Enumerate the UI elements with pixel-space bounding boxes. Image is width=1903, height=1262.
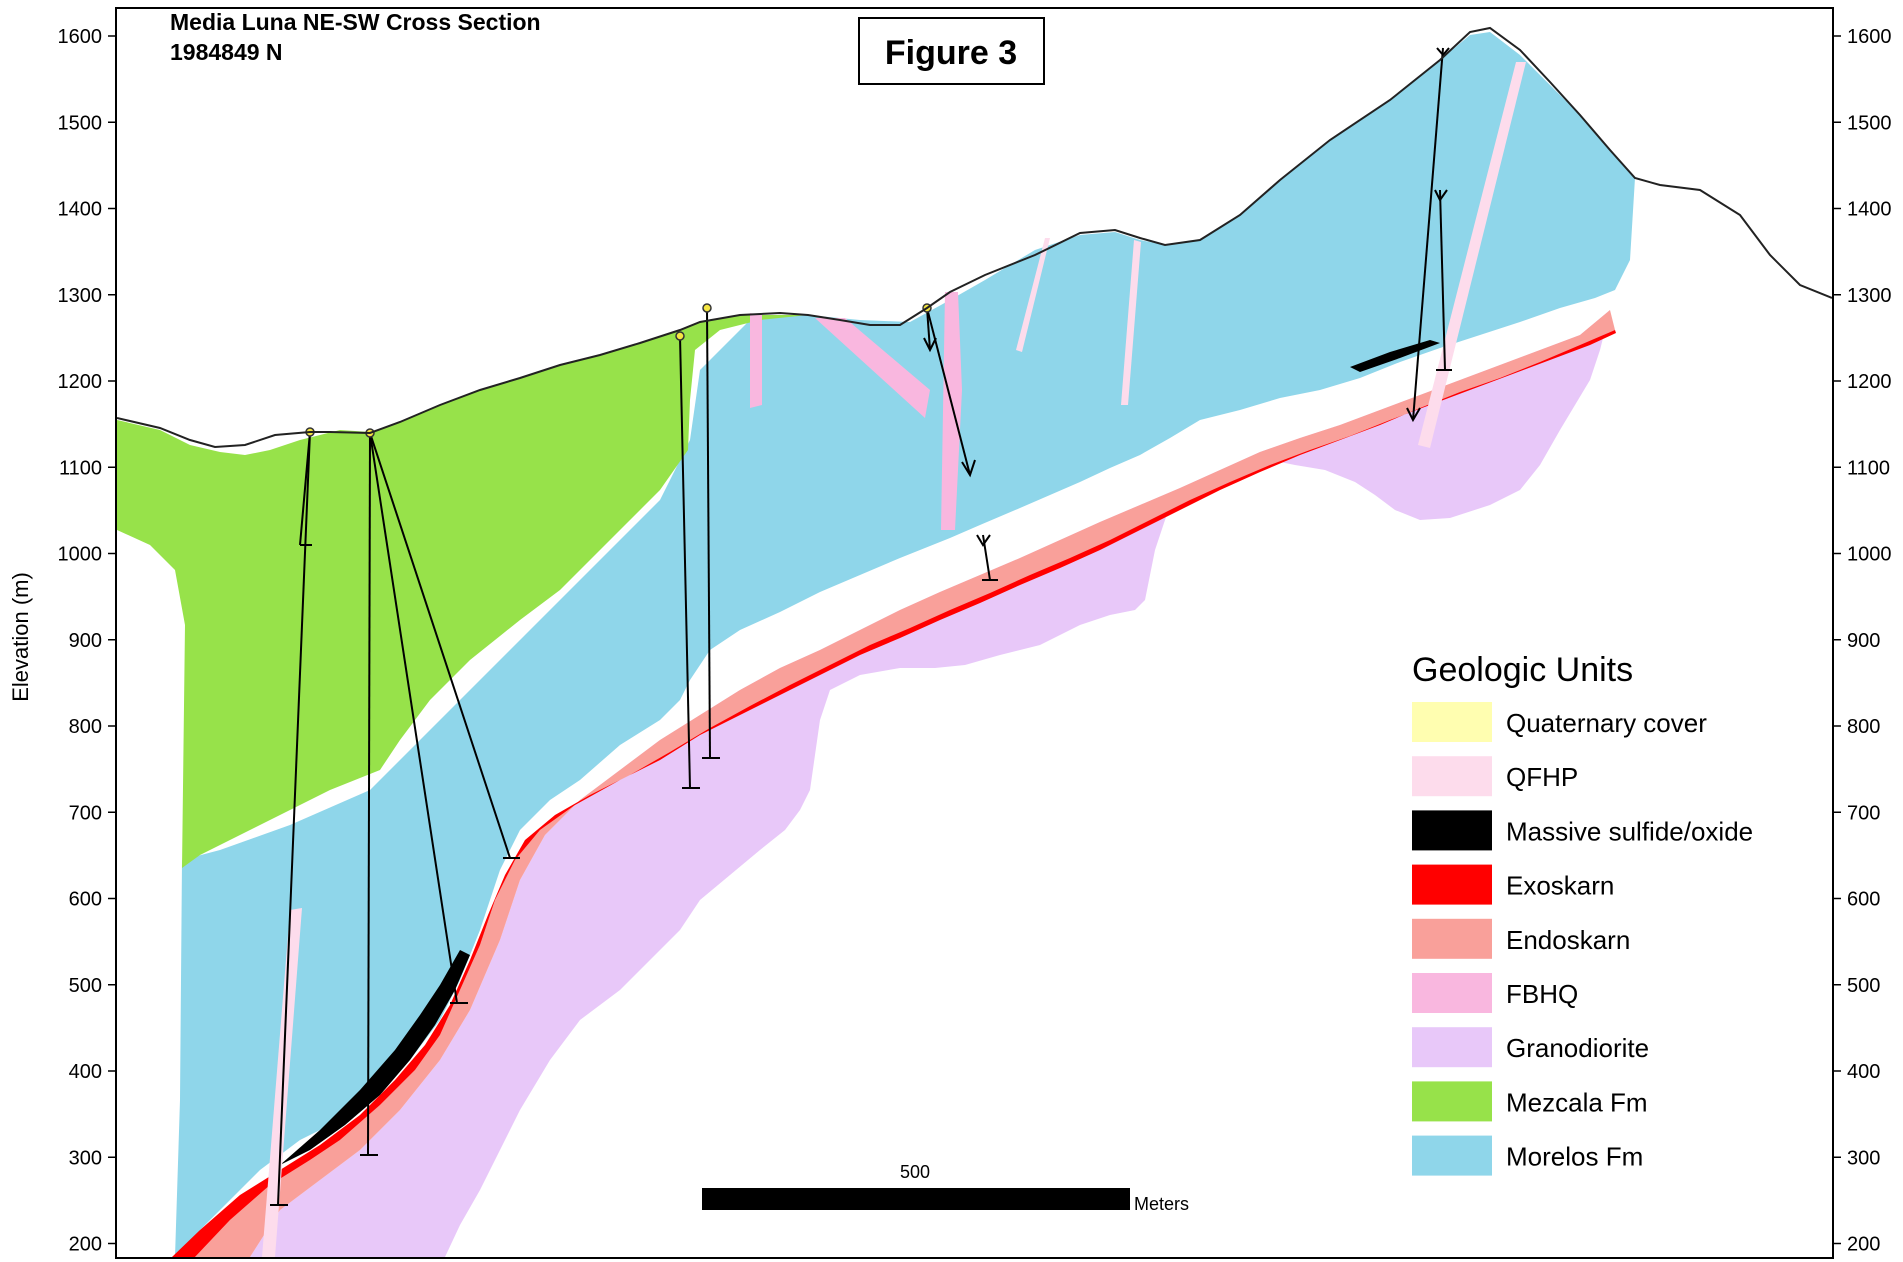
y-tick-label-left: 1000 xyxy=(58,544,103,566)
scale-bar-unit: Meters xyxy=(1134,1194,1189,1214)
legend-label: Endoskarn xyxy=(1506,925,1630,955)
y-tick-label-right: 1500 xyxy=(1847,112,1892,134)
legend-swatch xyxy=(1412,918,1492,959)
y-tick-label-left: 200 xyxy=(69,1234,102,1256)
drillhole-arrow xyxy=(961,459,976,478)
fbhq-dike xyxy=(941,292,962,530)
drillhole xyxy=(679,335,691,789)
y-tick-label-right: 1000 xyxy=(1847,544,1892,566)
y-tick-label-right: 300 xyxy=(1847,1147,1880,1169)
legend-swatch xyxy=(1412,864,1492,905)
drillhole xyxy=(367,432,371,1156)
scale-bar-value: 500 xyxy=(900,1162,930,1182)
qfhp-dike xyxy=(1121,240,1141,405)
y-tick-label-right: 700 xyxy=(1847,802,1880,824)
legend-label: Mezcala Fm xyxy=(1506,1087,1648,1117)
section-title: Media Luna NE-SW Cross Section xyxy=(170,9,541,35)
granodiorite-unit xyxy=(250,310,1610,1257)
y-tick-label-right: 400 xyxy=(1847,1061,1880,1083)
drillhole xyxy=(277,431,311,1206)
massive-sulfide-lens-2 xyxy=(1350,340,1440,372)
mezcala-fm-unit xyxy=(117,315,808,868)
legend-swatch xyxy=(1412,702,1492,742)
legend-label: Granodiorite xyxy=(1506,1033,1649,1063)
fbhq-dike xyxy=(750,313,762,408)
legend-swatch xyxy=(1412,1027,1492,1068)
drillhole xyxy=(706,307,711,759)
y-tick-label-right: 800 xyxy=(1847,716,1880,738)
qfhp-dike xyxy=(1016,238,1050,352)
y-tick-label-right: 200 xyxy=(1847,1234,1880,1256)
drillhole-arrow xyxy=(923,337,937,353)
drillhole xyxy=(299,431,311,546)
legend-label: QFHP xyxy=(1506,762,1578,792)
drillhole xyxy=(1412,47,1444,421)
drillhole-arrow xyxy=(1434,189,1448,202)
drill-collar xyxy=(675,331,685,341)
legend-swatch xyxy=(1412,1135,1492,1176)
drillhole xyxy=(369,432,458,1004)
y-tick-label-right: 1400 xyxy=(1847,199,1892,221)
morelos-fm-unit xyxy=(175,32,1635,1257)
y-tick-label-left: 1200 xyxy=(58,371,103,393)
figure-label-box xyxy=(858,17,1045,85)
endoskarn-band xyxy=(195,310,1615,1257)
drillhole-arrow xyxy=(1436,47,1450,57)
y-tick-label-right: 1200 xyxy=(1847,371,1892,393)
y-tick-label-right: 600 xyxy=(1847,889,1880,911)
y-tick-label-right: 1600 xyxy=(1847,26,1892,48)
legend-swatch xyxy=(1412,756,1492,797)
y-tick-label-right: 1100 xyxy=(1847,457,1890,479)
drillhole xyxy=(1439,189,1446,371)
drillhole xyxy=(369,432,511,859)
drill-collar xyxy=(702,303,712,313)
y-tick-label-right: 500 xyxy=(1847,975,1880,997)
topography-line xyxy=(117,26,1832,449)
legend-swatch xyxy=(1412,810,1492,851)
y-tick-label-left: 800 xyxy=(69,716,102,738)
legend-title: Geologic Units xyxy=(1412,651,1633,689)
y-tick-label-left: 1600 xyxy=(58,26,103,48)
scale-bar-rect xyxy=(702,1188,1130,1210)
y-tick-label-left: 300 xyxy=(69,1147,102,1169)
legend-label: Massive sulfide/oxide xyxy=(1506,816,1753,846)
map-frame xyxy=(115,7,1834,1259)
drillhole xyxy=(926,307,971,476)
section-subtitle: 1984849 N xyxy=(170,39,283,65)
y-tick-label-left: 1300 xyxy=(58,285,103,307)
legend-label: Exoskarn xyxy=(1506,871,1614,901)
y-axis: 1600 1600 1500 1500 1400 1400 1300 1300 1200 1200… xyxy=(58,26,1892,1256)
qfhp-dike xyxy=(262,908,302,1257)
legend-swatch xyxy=(1412,1081,1492,1122)
massive-sulfide-lens xyxy=(280,950,470,1165)
drillhole xyxy=(926,307,931,351)
drillhole-arrow xyxy=(976,534,991,547)
y-tick-label-left: 500 xyxy=(69,975,102,997)
legend-label: Morelos Fm xyxy=(1506,1142,1643,1172)
y-tick-label-left: 1100 xyxy=(59,457,102,479)
y-tick-label-left: 400 xyxy=(69,1061,102,1083)
figure-label: Figure 3 xyxy=(885,34,1017,72)
y-tick-label-right: 900 xyxy=(1847,630,1880,652)
legend-label: Quaternary cover xyxy=(1506,708,1707,738)
y-tick-label-left: 1500 xyxy=(58,112,103,134)
y-tick-label-right: 1300 xyxy=(1847,285,1892,307)
y-tick-label-left: 1400 xyxy=(58,199,103,221)
legend-label: FBHQ xyxy=(1506,979,1578,1009)
y-axis-title: Elevation (m) xyxy=(8,572,33,702)
y-tick-label-left: 900 xyxy=(69,630,102,652)
y-tick-label-left: 700 xyxy=(69,802,102,824)
legend-swatch xyxy=(1412,973,1492,1013)
fbhq-dike xyxy=(815,318,930,418)
scale-bar: 500 Meters xyxy=(702,1162,1189,1214)
drillhole-arrow xyxy=(1406,407,1421,423)
drillholes xyxy=(270,47,1452,1206)
y-tick-label-left: 600 xyxy=(69,889,102,911)
